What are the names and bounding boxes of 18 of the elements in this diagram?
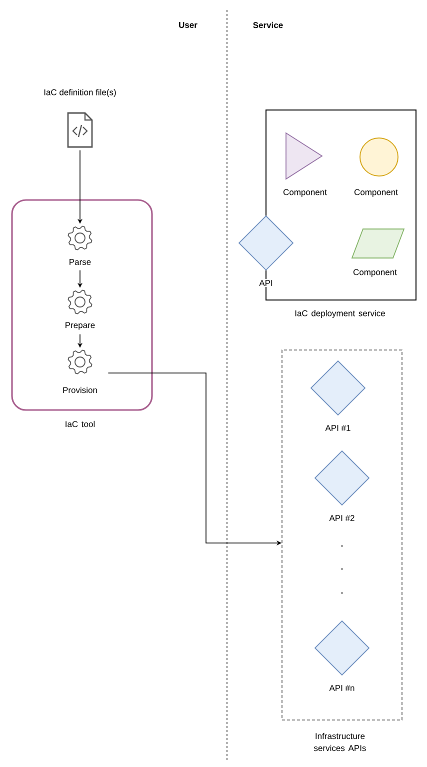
api-label: API #1 <box>324 424 352 432</box>
ellipsis-dot: . <box>341 568 343 570</box>
lane-heading: User <box>179 22 198 28</box>
api-label: API #n <box>328 684 356 692</box>
ellipsis-dot: . <box>341 592 343 594</box>
component-label: Component <box>352 268 398 278</box>
api-label: API #2 <box>328 514 356 522</box>
lane-heading: Service <box>253 22 283 28</box>
box-caption: IaC tool <box>66 420 95 428</box>
component-label: Component <box>282 188 328 198</box>
box-caption: Infrastructure services APIs <box>314 732 366 752</box>
api-label: API <box>258 279 274 287</box>
box-caption: IaC deployment service <box>295 310 385 318</box>
ellipsis-dot: . <box>341 545 343 547</box>
step-label: Parse <box>68 258 92 266</box>
file-label: IaC definition file(s) <box>42 88 118 98</box>
component-label: Component <box>353 188 399 198</box>
step-label: Prepare <box>64 321 96 331</box>
